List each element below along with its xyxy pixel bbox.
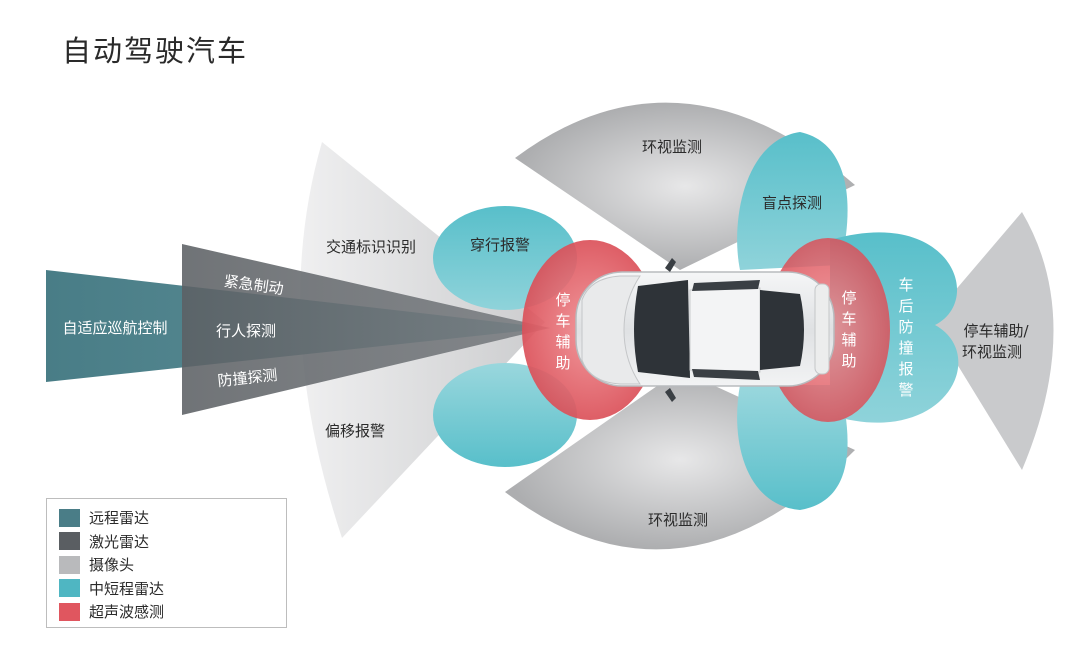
legend-label: 激光雷达 (89, 532, 150, 551)
vertical-label-char: 后 (898, 297, 913, 315)
rear-camera-zone (930, 212, 1054, 470)
vertical-label-char: 撞 (898, 339, 913, 357)
car-image (575, 258, 835, 402)
vertical-label-char: 警 (898, 381, 913, 399)
legend-item: 激光雷达 (59, 530, 286, 554)
vertical-label-char: 车 (841, 310, 856, 328)
label-park-assist-front: 停车辅助 (555, 291, 570, 372)
vertical-label-char: 防 (898, 318, 913, 336)
vertical-label-char: 报 (898, 360, 913, 378)
vertical-label-char: 辅 (555, 333, 570, 351)
legend: 远程雷达 激光雷达 摄像头 中短程雷达 超声波感测 (46, 498, 287, 628)
page-title: 自动驾驶汽车 (62, 34, 249, 68)
legend-swatch-lidar (59, 532, 80, 551)
label-pedestrian: 行人探测 (216, 322, 276, 340)
legend-item: 超声波感测 (59, 600, 286, 624)
legend-swatch-camera (59, 555, 80, 574)
label-surround-top: 环视监测 (642, 138, 702, 156)
lidar-beam (182, 244, 550, 415)
label-cross-traffic: 穿行报警 (470, 236, 530, 254)
label-park-surround-line2: 环视监测 (962, 343, 1022, 361)
vertical-label-char: 辅 (841, 331, 856, 349)
vertical-label-char: 车 (555, 312, 570, 330)
blind-spot-lobe-top (737, 132, 848, 270)
legend-label: 远程雷达 (89, 509, 150, 528)
vertical-label-char: 停 (555, 291, 570, 309)
label-acc: 自适应巡航控制 (62, 319, 167, 337)
vertical-label-char: 助 (841, 352, 856, 370)
vertical-label-char: 助 (555, 354, 570, 372)
legend-swatch-mid-short-radar (59, 579, 80, 598)
label-lane-departure: 偏移报警 (325, 422, 385, 440)
legend-item: 摄像头 (59, 553, 286, 577)
label-surround-bottom: 环视监测 (648, 511, 708, 529)
label-park-assist-rear: 停车辅助 (841, 289, 856, 370)
legend-swatch-long-radar (59, 508, 80, 527)
legend-swatch-ultrasonic (59, 602, 80, 621)
legend-label: 摄像头 (89, 556, 135, 575)
legend-label: 超声波感测 (89, 603, 165, 622)
legend-item: 中短程雷达 (59, 577, 286, 601)
surround-camera-top-zone (515, 102, 855, 270)
label-park-surround-line1: 停车辅助/ (963, 322, 1029, 340)
label-blind-spot: 盲点探测 (762, 194, 822, 212)
vertical-label-char: 车 (898, 276, 913, 294)
legend-label: 中短程雷达 (89, 579, 165, 598)
vertical-label-char: 停 (841, 289, 856, 307)
legend-item: 远程雷达 (59, 506, 286, 530)
label-traffic-sign: 交通标识识别 (326, 238, 416, 256)
